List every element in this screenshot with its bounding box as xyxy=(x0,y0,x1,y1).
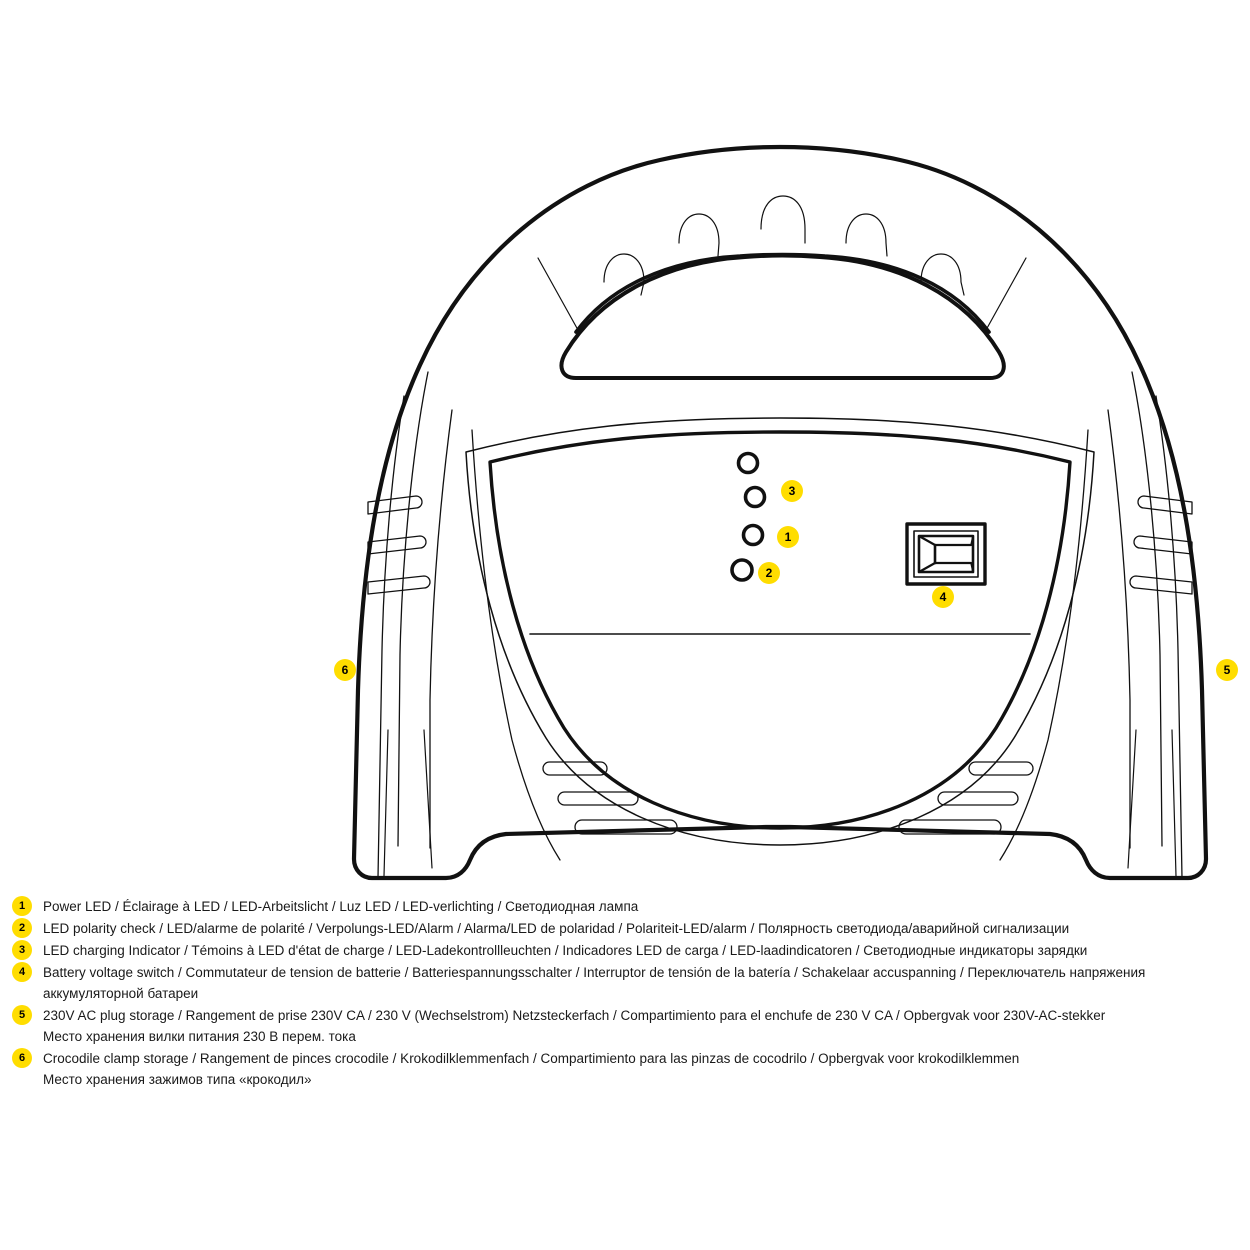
legend-list: 1 Power LED / Éclairage à LED / LED-Arbe… xyxy=(0,896,1250,1091)
left-shell-contour-a xyxy=(377,395,405,879)
legend-item-3: 3 LED charging Indicator / Témoins à LED… xyxy=(0,940,1250,961)
bottom-vent-left-3 xyxy=(574,819,678,835)
callout-badge-1: 1 xyxy=(777,526,799,548)
left-foot-line-b xyxy=(423,729,433,869)
legend-line-6a: Crocodile clamp storage / Rangement de p… xyxy=(43,1051,1020,1066)
legend-line-5a: 230V AC plug storage / Rangement de pris… xyxy=(43,1008,1106,1023)
right-shell-seam xyxy=(999,429,1089,861)
legend-text-4: Battery voltage switch / Commutateur de … xyxy=(43,962,1250,1004)
left-foot-line-a xyxy=(383,729,389,877)
legend-item-2: 2 LED polarity check / LED/alarme de pol… xyxy=(0,918,1250,939)
handle-inner-arc xyxy=(574,252,991,334)
legend-badge-3: 3 xyxy=(12,940,32,960)
legend-line-2a: LED polarity check / LED/alarme de polar… xyxy=(43,921,1070,936)
legend-text-5: 230V AC plug storage / Rangement de pris… xyxy=(43,1005,1250,1047)
bottom-vent-right-1 xyxy=(968,761,1034,776)
led-polarity-circle xyxy=(730,558,754,582)
callout-badge-6: 6 xyxy=(334,659,356,681)
left-shell-contour-b xyxy=(397,371,429,847)
switch-rocker-bevel-top xyxy=(917,534,973,547)
legend-text-3: LED charging Indicator / Témoins à LED d… xyxy=(43,940,1250,961)
legend-item-1: 1 Power LED / Éclairage à LED / LED-Arbe… xyxy=(0,896,1250,917)
legend-badge-5: 5 xyxy=(12,1005,32,1025)
right-shell-contour-b xyxy=(1131,371,1163,847)
legend-text-6: Crocodile clamp storage / Rangement de p… xyxy=(43,1048,1250,1090)
callout-badge-5: 5 xyxy=(1216,659,1238,681)
switch-rocker-right-edge-lower xyxy=(970,562,974,573)
legend-badge-4: 4 xyxy=(12,962,32,982)
switch-bezel-outer xyxy=(905,522,987,586)
front-panel-inner xyxy=(488,430,1072,830)
led-top-circle xyxy=(736,451,760,475)
bottom-vent-left-1 xyxy=(542,761,608,776)
finger-notch-1 xyxy=(603,253,645,296)
device-illustration: 3 1 2 4 5 6 xyxy=(334,144,1238,881)
switch-bezel-inner xyxy=(913,530,979,578)
finger-notch-3 xyxy=(760,195,806,244)
legend-badge-6: 6 xyxy=(12,1048,32,1068)
legend-text-1: Power LED / Éclairage à LED / LED-Arbeit… xyxy=(43,896,1250,917)
legend-badge-1: 1 xyxy=(12,896,32,916)
legend-line-4b: аккумуляторной батареи xyxy=(43,986,199,1001)
legend-item-4: 4 Battery voltage switch / Commutateur d… xyxy=(0,962,1250,1004)
legend-line-1a: Power LED / Éclairage à LED / LED-Arbeit… xyxy=(43,899,639,914)
right-shell-contour-c xyxy=(1107,409,1131,849)
bottom-vent-right-2 xyxy=(937,791,1019,806)
left-vent-slot-2 xyxy=(367,535,427,555)
handle-right-leader xyxy=(985,257,1027,331)
bottom-vent-right-3 xyxy=(898,819,1002,835)
switch-rocker-bevel-bottom xyxy=(917,561,973,574)
legend-item-6: 6 Crocodile clamp storage / Rangement de… xyxy=(0,1048,1250,1090)
finger-notch-2 xyxy=(678,213,720,257)
right-vent-slot-2 xyxy=(1133,535,1193,555)
callout-badge-4: 4 xyxy=(932,586,954,608)
switch-rocker-right-edge xyxy=(970,535,974,546)
led-charging-circle xyxy=(743,485,767,509)
right-shell-contour-a xyxy=(1155,395,1183,879)
left-shell-seam xyxy=(471,429,561,861)
legend-text-2: LED polarity check / LED/alarme de polar… xyxy=(43,918,1250,939)
callout-badge-2: 2 xyxy=(758,562,780,584)
right-vent-slot-1 xyxy=(1137,495,1193,515)
finger-notch-5 xyxy=(920,253,965,296)
right-vent-slot-3 xyxy=(1129,575,1193,595)
legend-line-5b: Место хранения вилки питания 230 В перем… xyxy=(43,1029,356,1044)
legend-line-4a: Battery voltage switch / Commutateur de … xyxy=(43,965,1146,980)
legend-item-5: 5 230V AC plug storage / Rangement de pr… xyxy=(0,1005,1250,1047)
legend-line-3a: LED charging Indicator / Témoins à LED d… xyxy=(43,943,1088,958)
handle-outer xyxy=(559,253,1006,380)
legend-badge-2: 2 xyxy=(12,918,32,938)
right-foot-line-a xyxy=(1171,729,1177,877)
handle-left-leader xyxy=(537,257,579,331)
left-vent-slot-3 xyxy=(367,575,431,595)
front-panel-outer xyxy=(465,417,1095,846)
finger-notch-4 xyxy=(845,213,888,257)
left-shell-contour-c xyxy=(429,409,453,849)
bottom-vent-left-2 xyxy=(557,791,639,806)
callout-badge-3: 3 xyxy=(781,480,803,502)
legend-line-6b: Место хранения зажимов типа «крокодил» xyxy=(43,1072,312,1087)
left-vent-slot-1 xyxy=(367,495,423,515)
led-power-circle xyxy=(741,523,765,547)
right-foot-line-b xyxy=(1127,729,1137,869)
